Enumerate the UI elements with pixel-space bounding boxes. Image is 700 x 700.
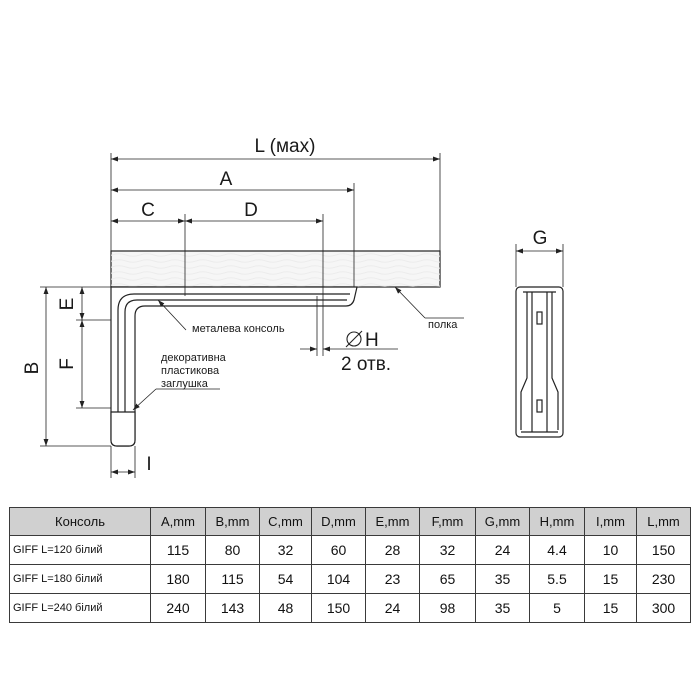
table-cell: 240	[150, 593, 206, 623]
cap-label-line1: декоративна	[161, 352, 227, 364]
metal-bracket	[110, 286, 358, 447]
label-D: D	[244, 200, 258, 221]
label-L: L (мах)	[255, 136, 316, 157]
annotation-cap: декоративна пластикова заглушка	[132, 352, 227, 411]
table-cell: 23	[365, 564, 420, 594]
header-cell: A,mm	[150, 507, 206, 536]
annotation-bracket: металева консоль	[157, 299, 285, 335]
table-cell: 115	[205, 564, 260, 594]
table-cell: 180	[150, 564, 206, 594]
table-cell: 115	[150, 535, 206, 565]
dimension-H: H 2 отв.	[300, 296, 398, 375]
table-row: GIFF L=240 білий 240 143 48 150 24 98 35…	[9, 593, 691, 623]
dimension-C: C	[111, 200, 186, 296]
label-G: G	[533, 228, 548, 249]
diameter-icon	[346, 331, 362, 347]
table-cell: 28	[365, 535, 420, 565]
annotation-shelf: полка	[394, 286, 464, 331]
decorative-cap	[110, 411, 136, 447]
table-cell: 4.4	[529, 535, 585, 565]
table-cell: 143	[205, 593, 260, 623]
side-view	[515, 286, 564, 438]
label-I: I	[146, 454, 151, 475]
table-cell: GIFF L=240 білий	[9, 593, 151, 623]
dimension-E: E	[57, 287, 111, 321]
table-cell: 24	[475, 535, 530, 565]
table-cell: 32	[419, 535, 476, 565]
dimension-F: F	[57, 320, 111, 409]
table-cell: 60	[311, 535, 366, 565]
table-cell: 35	[475, 593, 530, 623]
header-cell: Консоль	[9, 507, 151, 536]
label-C: C	[141, 200, 155, 221]
bracket-drawing: L (мах) A C D G B E F	[22, 136, 564, 478]
cap-label-line2: пластикова	[161, 365, 220, 377]
table-cell: 48	[259, 593, 312, 623]
shelf-label: полка	[428, 319, 458, 331]
label-A: A	[220, 169, 233, 190]
table-cell: 15	[584, 593, 637, 623]
dimension-A: A	[111, 169, 355, 287]
table-cell: 150	[311, 593, 366, 623]
header-cell: C,mm	[259, 507, 312, 536]
table-cell: 5.5	[529, 564, 585, 594]
table-cell: 32	[259, 535, 312, 565]
dimension-I: I	[110, 446, 152, 478]
label-B: B	[22, 362, 43, 375]
table-cell: 80	[205, 535, 260, 565]
header-cell: F,mm	[419, 507, 476, 536]
label-holes: 2 отв.	[341, 354, 391, 375]
header-cell: E,mm	[365, 507, 420, 536]
header-cell: B,mm	[205, 507, 260, 536]
table-cell: 104	[311, 564, 366, 594]
spec-table: Консоль A,mm B,mm C,mm D,mm E,mm F,mm G,…	[9, 507, 691, 623]
table-row: GIFF L=120 білий 115 80 32 60 28 32 24 4…	[9, 535, 691, 565]
dimension-B: B	[22, 286, 111, 447]
header-cell: H,mm	[529, 507, 585, 536]
bracket-label: металева консоль	[192, 323, 285, 335]
table-cell: 10	[584, 535, 637, 565]
header-cell: L,mm	[636, 507, 691, 536]
table-cell: 150	[636, 535, 691, 565]
table-cell: 35	[475, 564, 530, 594]
label-E: E	[57, 298, 78, 311]
table-cell: 230	[636, 564, 691, 594]
table-cell: 98	[419, 593, 476, 623]
header-cell: I,mm	[584, 507, 637, 536]
table-header-row: Консоль A,mm B,mm C,mm D,mm E,mm F,mm G,…	[9, 507, 691, 536]
table-row: GIFF L=180 білий 180 115 54 104 23 65 35…	[9, 564, 691, 594]
shelf	[110, 250, 441, 288]
cap-label-line3: заглушка	[161, 378, 209, 390]
table-cell: 5	[529, 593, 585, 623]
dimension-G: G	[515, 228, 564, 287]
table-cell: 65	[419, 564, 476, 594]
header-cell: G,mm	[475, 507, 530, 536]
table-cell: GIFF L=180 білий	[9, 564, 151, 594]
table-cell: 24	[365, 593, 420, 623]
table-cell: 54	[259, 564, 312, 594]
table-cell: GIFF L=120 білий	[9, 535, 151, 565]
header-cell: D,mm	[311, 507, 366, 536]
label-F: F	[57, 358, 78, 370]
label-H: H	[365, 330, 379, 351]
dimension-L: L (мах)	[110, 136, 441, 251]
dimension-D: D	[185, 200, 324, 296]
table-cell: 15	[584, 564, 637, 594]
table-cell: 300	[636, 593, 691, 623]
